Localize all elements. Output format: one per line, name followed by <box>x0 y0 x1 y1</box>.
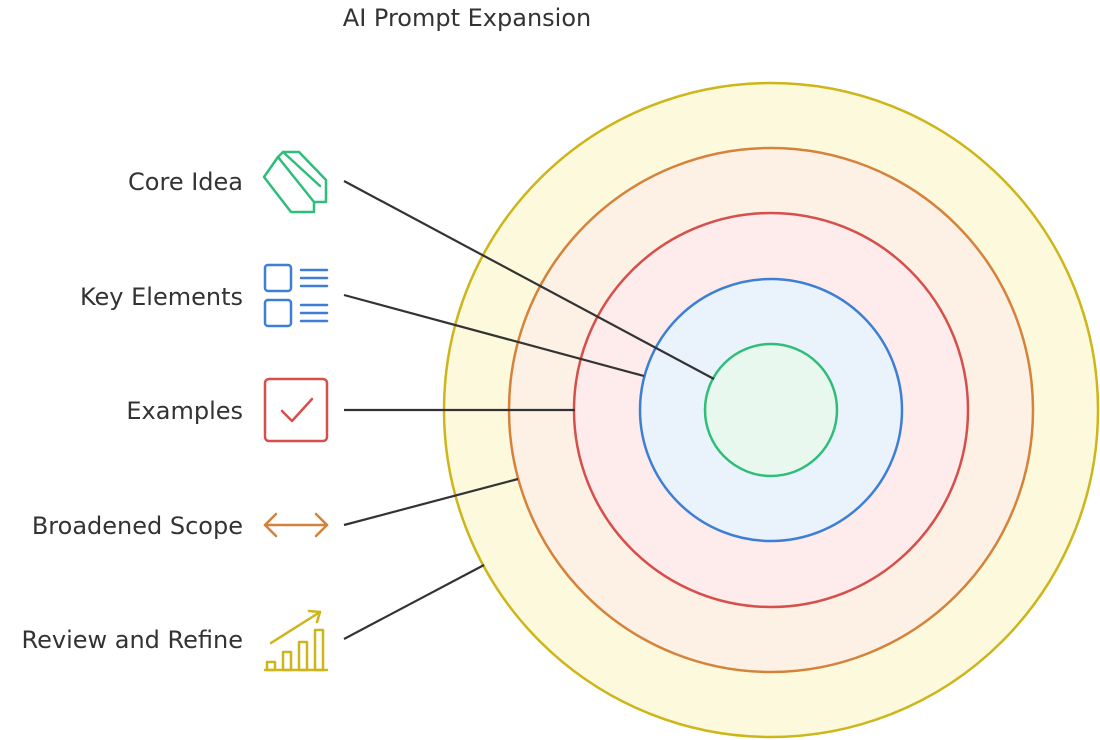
layer-labels: Core Idea Key Elements Examples Broadene… <box>22 168 244 654</box>
bar-chart-trend-icon <box>263 609 329 672</box>
diagram-title: AI Prompt Expansion <box>343 4 591 32</box>
diamond-tag-icon <box>262 150 328 214</box>
checklist-icon <box>263 263 329 328</box>
connector-lines <box>343 180 715 640</box>
label-key-elements: Key Elements <box>80 283 243 311</box>
connector-broadened-scope <box>343 477 519 527</box>
label-examples: Examples <box>126 397 243 425</box>
label-review-and-refine: Review and Refine <box>22 626 244 654</box>
connector-key-elements <box>343 293 645 378</box>
connector-review-and-refine <box>343 564 485 640</box>
concentric-rings <box>442 81 1100 739</box>
label-core-idea: Core Idea <box>128 168 243 196</box>
ring-core-idea <box>703 342 839 478</box>
layer-icons <box>262 150 329 672</box>
connector-core-idea <box>343 180 715 380</box>
label-broadened-scope: Broadened Scope <box>32 512 243 540</box>
double-arrow-icon <box>263 512 329 538</box>
checkbox-checked-icon <box>263 377 329 443</box>
